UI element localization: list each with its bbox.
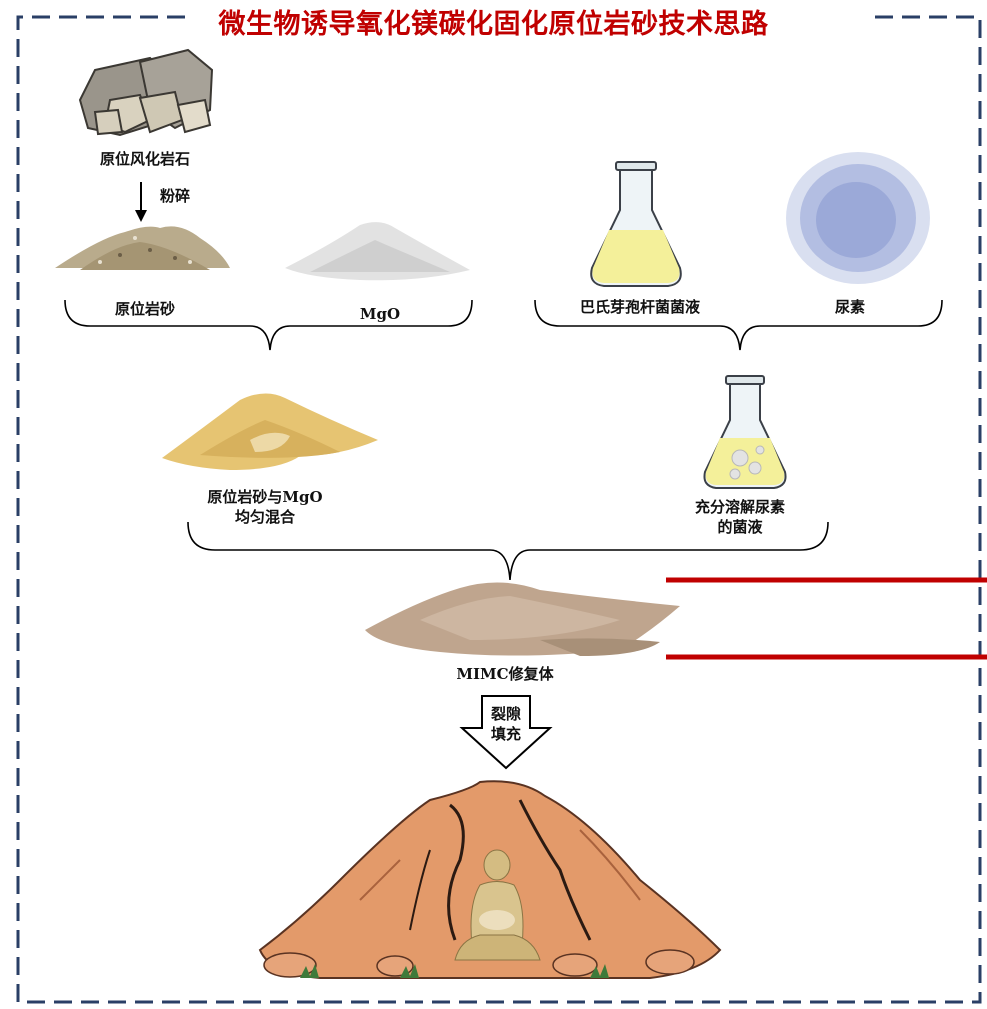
label-mgo: MgO (359, 305, 401, 323)
label-fill-line1: 裂隙 (490, 705, 521, 723)
mimc-repair-body-icon (365, 582, 680, 656)
brace-upper-left (64, 299, 473, 351)
crush-arrow (135, 182, 147, 222)
label-fill-line2: 填充 (490, 725, 521, 743)
label-mimc: MIMC修复体 (456, 665, 554, 683)
label-dissolved-line2: 的菌液 (717, 518, 763, 536)
label-crush: 粉碎 (160, 187, 191, 205)
label-urea: 尿素 (834, 298, 865, 316)
diagram-title: 微生物诱导氧化镁碳化固化原位岩砂技术思路 (218, 9, 769, 40)
label-mix-line2: 均匀混合 (234, 508, 295, 526)
weathered-rock-icon (78, 48, 214, 137)
urea-powder-icon (786, 152, 930, 284)
dissolved-urea-flask-icon (703, 375, 787, 489)
label-dissolved-line1: 充分溶解尿素 (694, 498, 785, 516)
brace-lower (187, 521, 829, 581)
fill-arrow-icon (459, 695, 553, 770)
mgo-powder-icon (285, 222, 470, 281)
label-bacteria: 巴氏芽孢杆菌菌液 (579, 298, 700, 316)
brace-upper-right (534, 299, 943, 351)
bacteria-flask-icon (590, 161, 682, 287)
mountain-with-buddha-icon (258, 780, 722, 979)
label-weathered-rock: 原位风化岩石 (99, 150, 190, 168)
label-mix-line1: 原位岩砂与MgO (207, 488, 323, 506)
rock-sand-icon (55, 226, 230, 270)
dashed-frame (16, 15, 982, 1004)
mixed-sand-icon (162, 393, 378, 470)
label-rock-sand: 原位岩砂 (114, 300, 175, 318)
